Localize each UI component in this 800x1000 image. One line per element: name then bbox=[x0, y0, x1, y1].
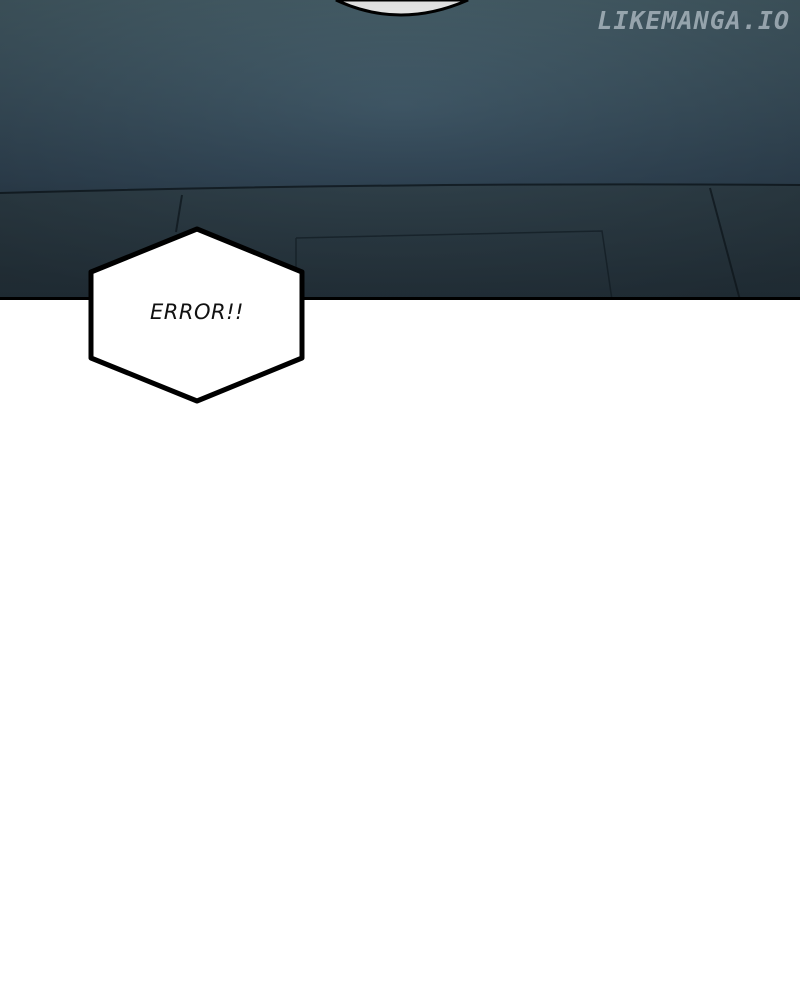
panel-artwork bbox=[0, 0, 800, 300]
hexagon-bubble-shape bbox=[88, 226, 305, 404]
watermark-text: LIKEMANGA.IO bbox=[597, 6, 790, 35]
comic-panel-top: LIKEMANGA.IO bbox=[0, 0, 800, 300]
blank-white-area bbox=[0, 300, 800, 1000]
speech-bubble-text: ERROR!! bbox=[150, 300, 244, 324]
vignette-overlay bbox=[0, 0, 800, 300]
speech-bubble: ERROR!! bbox=[86, 224, 308, 406]
